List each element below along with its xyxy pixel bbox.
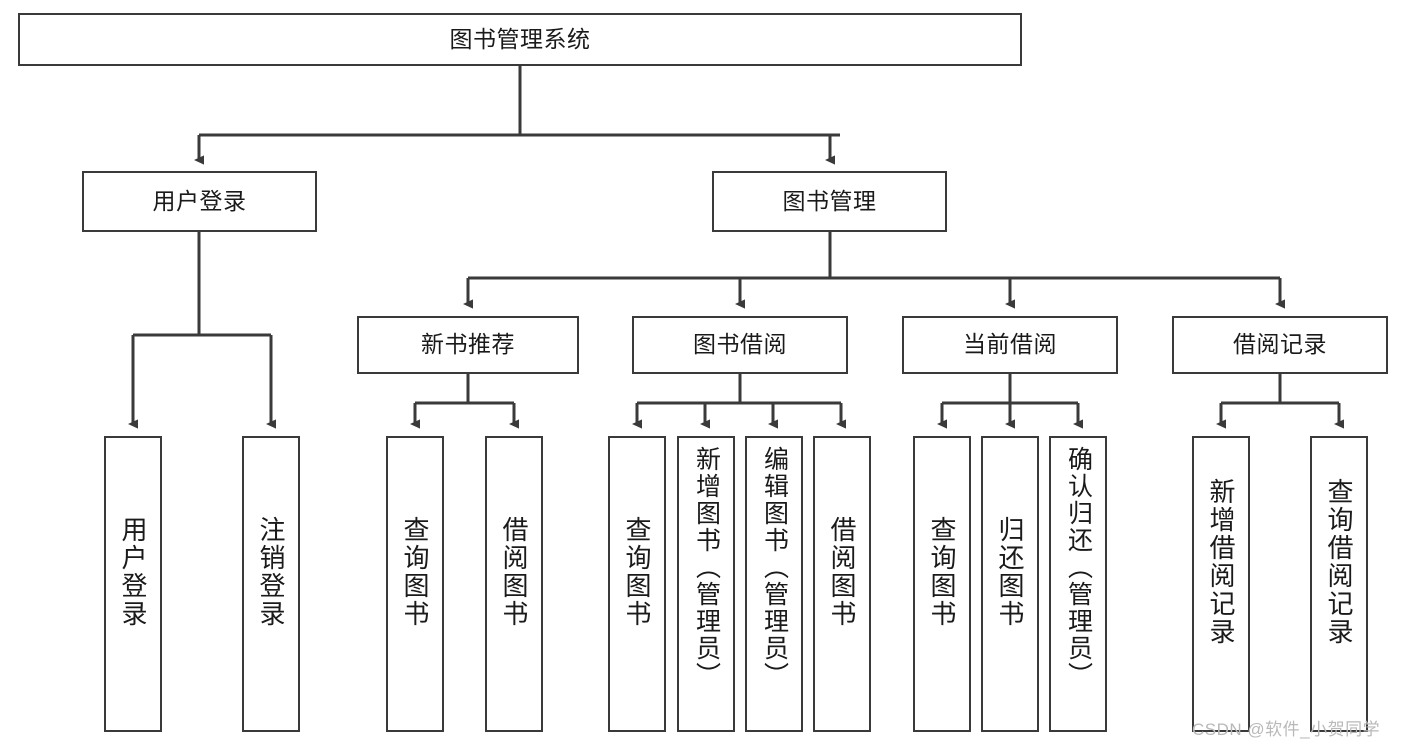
node-borrow-record-label: 借阅记录	[1233, 331, 1327, 358]
node-current-borrow[interactable]: 当前借阅	[902, 316, 1118, 374]
leaf-query-book-2-label: 查询图书	[622, 516, 652, 628]
leaf-query-book-1-label: 查询图书	[400, 516, 430, 628]
leaf-borrow-book-2-label: 借阅图书	[827, 516, 857, 628]
node-book-management[interactable]: 图书管理	[712, 171, 947, 232]
leaf-logout-label: 注销登录	[256, 516, 286, 628]
leaf-borrow-book-2[interactable]: 借阅图书	[813, 436, 871, 732]
leaf-confirm-return-admin[interactable]: 确认归还（管理员）	[1049, 436, 1107, 732]
node-borrow-record[interactable]: 借阅记录	[1172, 316, 1388, 374]
leaf-borrow-book-1-label: 借阅图书	[499, 516, 529, 628]
leaf-return-book[interactable]: 归还图书	[981, 436, 1039, 732]
leaf-query-book-1[interactable]: 查询图书	[386, 436, 444, 732]
leaf-query-book-3[interactable]: 查询图书	[913, 436, 971, 732]
leaf-borrow-book-1[interactable]: 借阅图书	[485, 436, 543, 732]
node-new-book-recommend-label: 新书推荐	[421, 331, 515, 358]
csdn-watermark: CSDN @软件_小贺同学	[1192, 720, 1381, 739]
node-user-login-label: 用户登录	[152, 187, 247, 214]
leaf-add-borrow-record-label: 新增借阅记录	[1206, 478, 1236, 646]
leaf-query-book-2[interactable]: 查询图书	[608, 436, 666, 732]
leaf-add-book-admin-label: 新增图书（管理员）	[692, 446, 721, 689]
leaf-edit-book-admin[interactable]: 编辑图书（管理员）	[745, 436, 803, 732]
leaf-edit-book-admin-label: 编辑图书（管理员）	[760, 446, 789, 689]
leaf-add-book-admin[interactable]: 新增图书（管理员）	[677, 436, 735, 732]
node-book-borrow[interactable]: 图书借阅	[632, 316, 848, 374]
leaf-query-borrow-record[interactable]: 查询借阅记录	[1310, 436, 1368, 732]
node-current-borrow-label: 当前借阅	[963, 331, 1057, 358]
leaf-user-login-label: 用户登录	[118, 516, 148, 628]
leaf-logout[interactable]: 注销登录	[242, 436, 300, 732]
node-book-borrow-label: 图书借阅	[693, 331, 787, 358]
node-new-book-recommend[interactable]: 新书推荐	[357, 316, 579, 374]
node-root[interactable]: 图书管理系统	[18, 13, 1022, 66]
leaf-user-login[interactable]: 用户登录	[104, 436, 162, 732]
leaf-return-book-label: 归还图书	[995, 516, 1025, 628]
leaf-add-borrow-record[interactable]: 新增借阅记录	[1192, 436, 1250, 732]
leaf-query-borrow-record-label: 查询借阅记录	[1324, 478, 1354, 646]
leaf-confirm-return-admin-label: 确认归还（管理员）	[1064, 446, 1093, 689]
node-book-management-label: 图书管理	[782, 187, 877, 214]
leaf-query-book-3-label: 查询图书	[927, 516, 957, 628]
node-root-label: 图书管理系统	[449, 25, 591, 52]
node-user-login[interactable]: 用户登录	[82, 171, 317, 232]
